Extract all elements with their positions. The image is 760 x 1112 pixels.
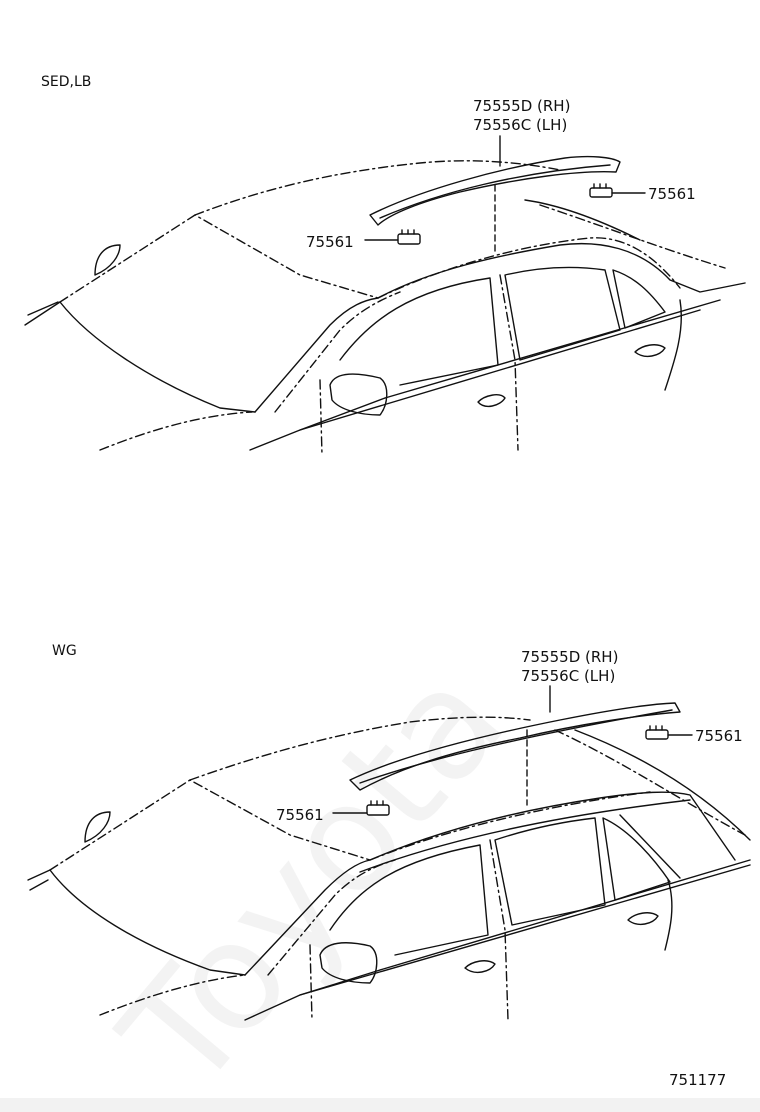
callout-clip-left-wagon[interactable]: 75561 bbox=[276, 806, 324, 824]
variant-label-sedan: SED,LB bbox=[41, 74, 92, 90]
wagon-clip-right bbox=[645, 725, 693, 740]
callout-clip-right-sedan[interactable]: 75561 bbox=[648, 185, 696, 203]
sedan-clip-left bbox=[364, 229, 421, 245]
illustration-number: 751177 bbox=[669, 1071, 727, 1089]
callout-clip-right-wagon[interactable]: 75561 bbox=[695, 727, 743, 745]
footer-strip bbox=[0, 1098, 760, 1112]
callout-molding-lh-sedan[interactable]: 75556C (LH) bbox=[473, 116, 568, 134]
callout-molding-rh-wagon[interactable]: 75555D (RH) bbox=[521, 648, 619, 666]
callout-molding-lh-wagon[interactable]: 75556C (LH) bbox=[521, 667, 616, 685]
wagon-roof-molding bbox=[349, 685, 681, 791]
wagon-clip-left bbox=[332, 800, 390, 816]
variant-label-wagon: WG bbox=[52, 643, 77, 659]
wagon-illustration bbox=[27, 716, 751, 1021]
callout-molding-rh-sedan[interactable]: 75555D (RH) bbox=[473, 97, 571, 115]
callout-clip-left-sedan[interactable]: 75561 bbox=[306, 233, 354, 251]
sedan-clip-right bbox=[589, 183, 646, 198]
sedan-roof-molding bbox=[369, 135, 621, 226]
sedan-illustration bbox=[24, 160, 746, 456]
